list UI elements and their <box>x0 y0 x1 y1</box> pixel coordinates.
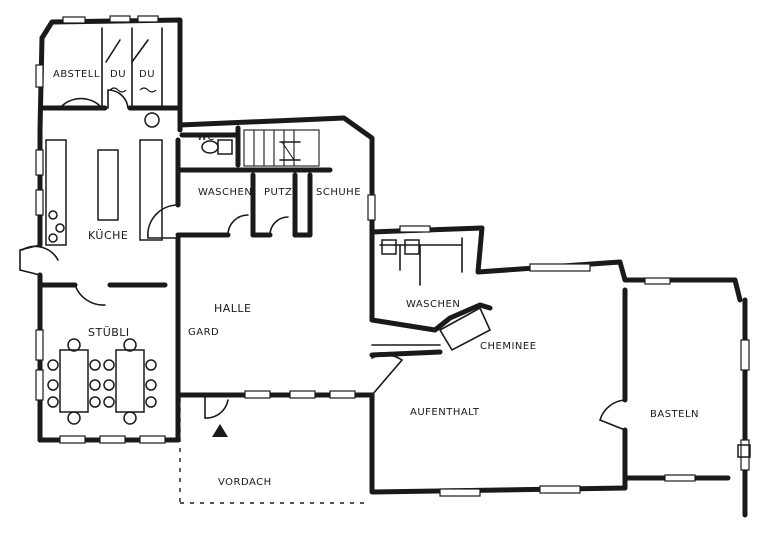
door-swings <box>19 39 626 431</box>
room-label-gard: GARD <box>188 327 220 338</box>
room-label-halle: HALLE <box>214 302 252 315</box>
room-label-waschen-2: WASCHEN <box>406 299 461 310</box>
room-label-waschen-1: WASCHEN <box>198 187 253 198</box>
vordach-outline <box>179 398 370 504</box>
entrance-arrow-icon <box>212 424 228 437</box>
room-label-vordach: VORDACH <box>218 477 272 488</box>
room-label-stuebli: STÜBLI <box>88 326 130 339</box>
room-label-cheminee: CHEMINEE <box>480 341 537 352</box>
staircase <box>243 129 320 167</box>
room-label-kueche: KÜCHE <box>88 229 129 242</box>
room-label-wc: WC <box>197 132 215 143</box>
room-label-schuhe: SCHUHE <box>316 187 362 198</box>
room-label-du-1: DU <box>110 69 127 80</box>
windows <box>35 15 750 497</box>
room-label-basteln: BASTELN <box>650 409 700 420</box>
interior-walls <box>37 27 628 481</box>
room-label-abstell: ABSTELL <box>53 69 100 80</box>
room-label-putz: PUTZ <box>264 187 293 198</box>
furniture <box>45 87 751 458</box>
room-label-du-2: DU <box>139 69 156 80</box>
room-label-aufenthalt: AUFENTHALT <box>410 407 480 418</box>
